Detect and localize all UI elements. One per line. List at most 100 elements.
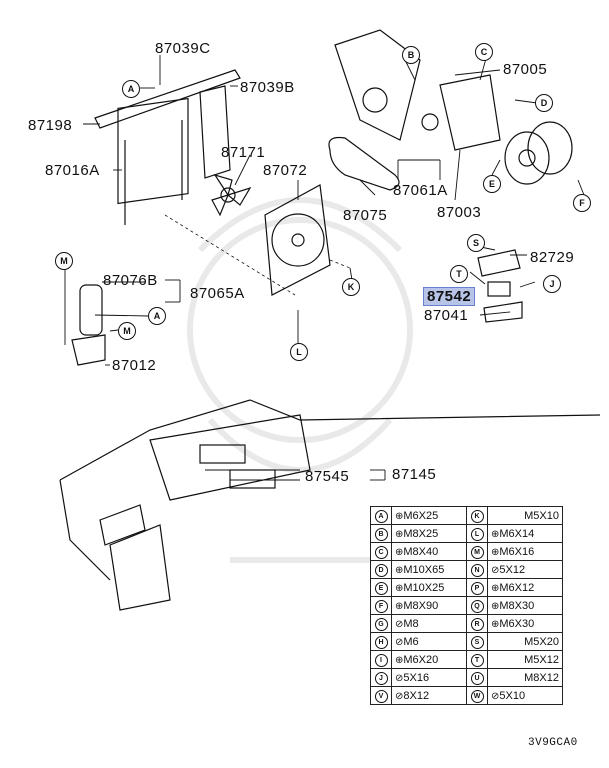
part-label-87039C[interactable]: 87039C	[155, 40, 211, 57]
fastener-letter: R	[470, 617, 484, 631]
fastener-size-cell: ⊕M6X30	[487, 614, 563, 633]
part-label-82729[interactable]: 82729	[530, 249, 575, 266]
condenser-assembly	[94, 69, 241, 225]
fastener-size: M6X20	[403, 653, 439, 666]
fastener-type-symbol: ⊕	[491, 546, 500, 558]
fastener-letter: V	[374, 689, 388, 703]
fastener-letter-cell: R	[466, 614, 488, 633]
part-label-87003[interactable]: 87003	[437, 204, 482, 221]
part-label-87076B[interactable]: 87076B	[103, 272, 158, 289]
fastener-callout-d[interactable]: D	[535, 94, 553, 112]
fastener-letter: I	[374, 653, 388, 667]
fastener-size: 5X16	[403, 671, 430, 684]
fastener-letter-cell: C	[370, 542, 392, 561]
fastener-callout-j[interactable]: J	[543, 275, 561, 293]
fastener-size-cell: ⊘8X12	[391, 686, 467, 705]
fastener-size-cell: ⊘5X12	[487, 560, 563, 579]
fastener-letter-cell: Q	[466, 596, 488, 615]
fastener-size: M5X10	[524, 509, 559, 522]
fastener-type-symbol: ⊕	[491, 618, 500, 630]
fastener-letter-cell: A	[370, 506, 392, 525]
fastener-callout-a[interactable]: A	[122, 80, 140, 98]
fastener-size: M8X25	[403, 527, 439, 540]
fastener-letter: P	[470, 581, 484, 595]
part-label-87061A[interactable]: 87061A	[393, 182, 448, 199]
fastener-letter: U	[470, 671, 484, 685]
fastener-size-cell: M5X12	[487, 650, 563, 669]
fastener-letter: T	[470, 653, 484, 667]
part-label-87016A[interactable]: 87016A	[45, 162, 100, 179]
fastener-type-symbol: ⊕	[395, 582, 404, 594]
fastener-callout-m[interactable]: M	[55, 252, 73, 270]
fastener-type-symbol: ⊘	[395, 636, 404, 648]
fastener-size-cell: ⊕M6X25	[391, 506, 467, 525]
fastener-type-symbol: ⊕	[395, 510, 404, 522]
part-label-87012[interactable]: 87012	[112, 357, 157, 374]
fastener-callout-m[interactable]: M	[118, 322, 136, 340]
fastener-letter-cell: E	[370, 578, 392, 597]
fastener-size-cell: ⊘5X10	[487, 686, 563, 705]
part-label-87198[interactable]: 87198	[28, 117, 73, 134]
fastener-size: M10X65	[403, 563, 445, 576]
fastener-letter-cell: W	[466, 686, 488, 705]
fastener-callout-c[interactable]: C	[475, 43, 493, 61]
fastener-letter: L	[470, 527, 484, 541]
fastener-size-cell: ⊕M8X25	[391, 524, 467, 543]
fastener-type-symbol: ⊕	[491, 600, 500, 612]
part-label-87545[interactable]: 87545	[305, 468, 350, 485]
part-label-87005[interactable]: 87005	[503, 61, 548, 78]
fastener-callout-t[interactable]: T	[450, 265, 468, 283]
fastener-type-symbol: ⊘	[491, 564, 500, 576]
fastener-size: M8X90	[403, 599, 439, 612]
compressor-bracket-87003	[334, 29, 501, 151]
fastener-callout-s[interactable]: S	[467, 234, 485, 252]
fastener-letter: C	[374, 545, 388, 559]
fastener-letter-cell: V	[370, 686, 392, 705]
fastener-letter-cell: B	[370, 524, 392, 543]
relay-87542	[477, 249, 523, 323]
fastener-callout-f[interactable]: F	[573, 194, 591, 212]
receiver-drier-87012	[71, 284, 106, 366]
part-label-87542-highlighted[interactable]: 87542	[423, 287, 476, 306]
part-label-87171[interactable]: 87171	[221, 144, 266, 161]
fastener-size-cell: ⊘5X16	[391, 668, 467, 687]
fastener-letter-cell: P	[466, 578, 488, 597]
fastener-callout-b[interactable]: B	[402, 46, 420, 64]
fastener-letter: B	[374, 527, 388, 541]
fastener-size-cell: ⊘M6	[391, 632, 467, 651]
fastener-type-symbol: ⊘	[491, 690, 500, 702]
fastener-size-cell: ⊕M8X40	[391, 542, 467, 561]
part-label-87039B[interactable]: 87039B	[240, 79, 295, 96]
fan-shroud-87072	[264, 184, 331, 296]
fastener-type-symbol: ⊕	[491, 582, 500, 594]
part-label-87145[interactable]: 87145	[392, 466, 437, 483]
fastener-type-symbol: ⊕	[395, 564, 404, 576]
fastener-size-cell: M8X12	[487, 668, 563, 687]
part-label-87075[interactable]: 87075	[343, 207, 388, 224]
fastener-size-cell: ⊕M6X20	[391, 650, 467, 669]
fastener-callout-k[interactable]: K	[342, 278, 360, 296]
fastener-letter: H	[374, 635, 388, 649]
fastener-letter: S	[470, 635, 484, 649]
fastener-letter: Q	[470, 599, 484, 613]
fastener-callout-a[interactable]: A	[148, 307, 166, 325]
fastener-letter: W	[470, 689, 484, 703]
fastener-size: 5X12	[499, 563, 526, 576]
fastener-callout-e[interactable]: E	[483, 175, 501, 193]
fastener-size-cell: ⊕M8X30	[487, 596, 563, 615]
part-label-87065A[interactable]: 87065A	[190, 285, 245, 302]
fastener-callout-l[interactable]: L	[290, 343, 308, 361]
fastener-letter: M	[470, 545, 484, 559]
part-label-87041[interactable]: 87041	[424, 307, 469, 324]
watermark-emblem	[187, 197, 413, 563]
compressor-87005	[504, 121, 573, 185]
fastener-type-symbol: ⊕	[395, 654, 404, 666]
fastener-type-symbol: ⊘	[395, 618, 404, 630]
part-label-87072[interactable]: 87072	[263, 162, 308, 179]
